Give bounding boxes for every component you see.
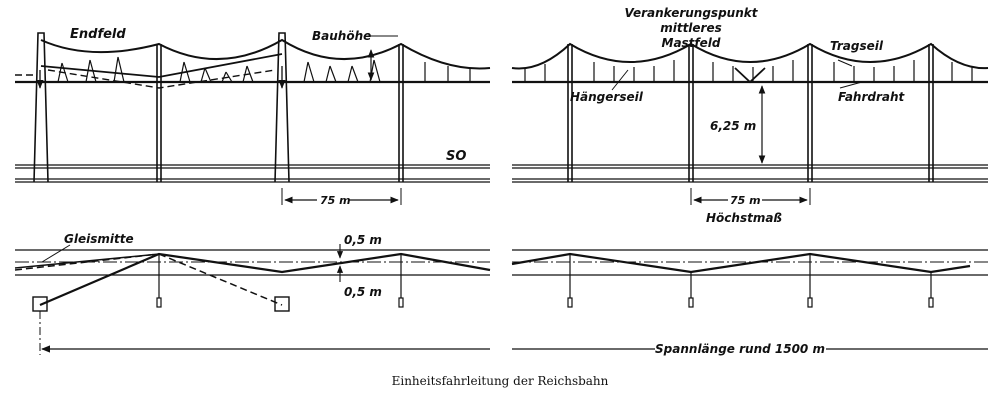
label-verankerung-2: mittleres	[660, 21, 722, 35]
right-droppers	[524, 60, 973, 82]
label-hoechstmass: Höchstmaß	[706, 211, 782, 225]
right-elevation	[511, 42, 989, 205]
label-so: SO	[446, 149, 466, 164]
label-bauhoehe: Bauhöhe	[312, 29, 371, 43]
label-haengerseil: Hängerseil	[570, 90, 644, 104]
figure-caption: Einheitsfahrleitung der Reichsbahn	[392, 374, 609, 388]
anchor-point-mark	[734, 67, 766, 84]
left-plan-zigzag	[39, 252, 491, 307]
left-droppers	[57, 56, 471, 83]
right-rails	[512, 164, 988, 183]
right-masts	[567, 44, 934, 182]
left-masts	[33, 32, 404, 183]
label-verankerung-1: Verankerungspunkt	[625, 6, 759, 20]
right-plan	[511, 249, 988, 308]
label-offset-top: 0,5 m	[344, 233, 382, 247]
label-height: 6,25 m	[710, 119, 756, 133]
label-span-left: 75 m	[320, 194, 351, 207]
left-elevation	[15, 32, 491, 205]
label-tragseil: Tragseil	[830, 39, 884, 53]
left-plan	[14, 244, 491, 355]
label-endfeld: Endfeld	[70, 27, 126, 42]
label-offset-bottom: 0,5 m	[344, 285, 382, 299]
right-messenger-wire	[511, 42, 989, 70]
label-verankerung-3: Mastfeld	[662, 36, 721, 50]
left-end-wire	[40, 53, 283, 78]
left-messenger-wire	[40, 38, 491, 70]
left-dashed-line	[15, 69, 276, 89]
right-plan-zigzag	[511, 252, 971, 274]
label-gleismitte: Gleismitte	[64, 232, 134, 246]
label-span-right: 75 m	[730, 194, 761, 207]
left-rails	[15, 164, 490, 183]
label-fahrdraht: Fahrdraht	[838, 90, 906, 104]
label-span-length: Spannlänge rund 1500 m	[655, 342, 825, 356]
